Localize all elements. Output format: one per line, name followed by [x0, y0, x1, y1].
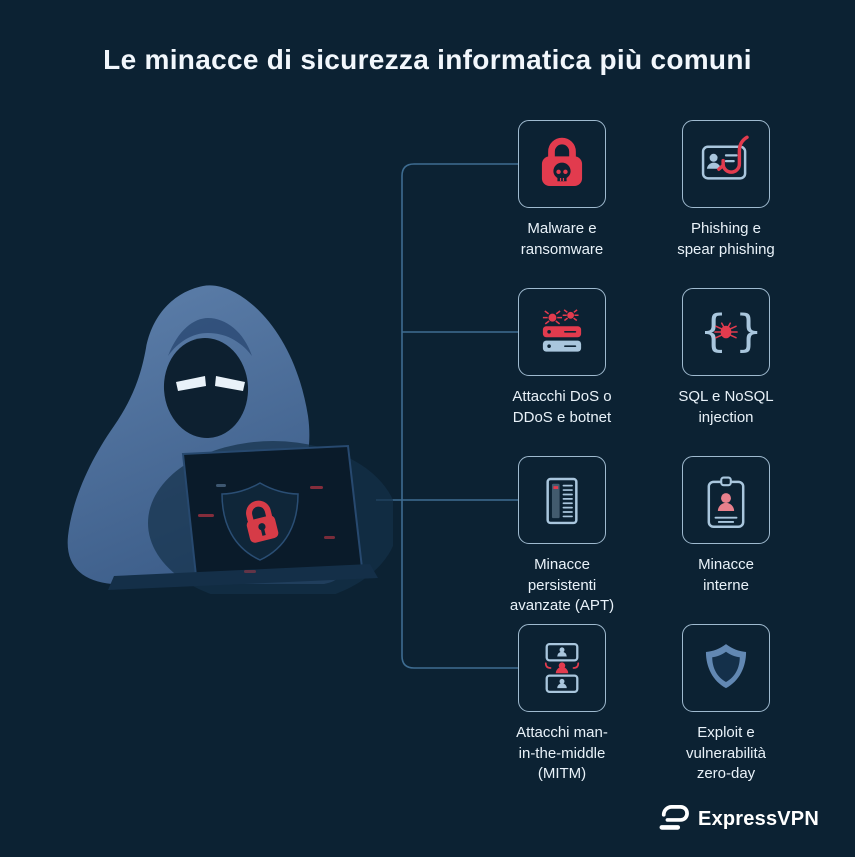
- threat-card-mitm: Attacchi man-in-the-middle (MITM): [487, 624, 637, 785]
- threat-card-malware: Malware e ransomware: [487, 120, 637, 260]
- threat-card-frame: [518, 456, 606, 544]
- laptop-base: [108, 564, 378, 590]
- threat-card-phishing: Phishing e spear phishing: [651, 120, 801, 260]
- svg-text:}: }: [736, 305, 762, 356]
- threat-card-frame: [518, 288, 606, 376]
- threat-label: Minacce interne: [698, 556, 754, 594]
- brand-lockup: ExpressVPN: [659, 805, 819, 833]
- threat-card-insider: Minacce interne: [651, 456, 801, 596]
- threat-card-frame: [518, 120, 606, 208]
- threat-label: Minacce persistenti avanzate (APT): [509, 556, 615, 615]
- red-padlock-icon: [246, 500, 279, 543]
- malware-ransomware-icon: [541, 137, 583, 186]
- hacker-illustration: [67, 285, 393, 594]
- apt-server-rack-icon: [546, 477, 578, 525]
- threat-label: Attacchi man-in-the-middle (MITM): [516, 724, 608, 783]
- threat-label: Exploit e vulnerabilità zero-day: [685, 724, 767, 783]
- threat-card-sql-injection: { } SQL e NoSQL injection: [651, 288, 801, 428]
- threat-card-apt: Minacce persistenti avanzate (APT): [487, 456, 637, 617]
- threat-label: Attacchi DoS o DDoS e botnet: [512, 388, 612, 426]
- hacker-face: [163, 338, 249, 438]
- threat-label: Phishing e spear phishing: [677, 220, 775, 258]
- phishing-hook-icon: [701, 135, 749, 180]
- threat-card-frame: [518, 624, 606, 712]
- shield-emblem: [221, 482, 299, 561]
- sql-injection-bug-icon: { }: [700, 305, 762, 356]
- brand-name: ExpressVPN: [698, 807, 819, 830]
- threat-card-zero-day: Exploit e vulnerabilità zero-day: [651, 624, 801, 785]
- hacker-eyes: [176, 376, 245, 391]
- threat-card-frame: [682, 456, 770, 544]
- laptop-lid: [181, 444, 364, 578]
- threat-label: SQL e NoSQL injection: [678, 388, 774, 426]
- threat-card-frame: { }: [682, 288, 770, 376]
- insider-badge-icon: [707, 476, 745, 528]
- mitm-icon: [544, 642, 580, 694]
- threat-card-frame: [682, 624, 770, 712]
- zero-day-shield-icon: [705, 644, 747, 689]
- hacker-hoodie: [67, 285, 347, 584]
- threat-card-frame: [682, 120, 770, 208]
- threat-label: Malware e ransomware: [520, 220, 604, 258]
- dos-ddos-botnet-icon: [542, 309, 582, 352]
- expressvpn-logo-icon: [659, 805, 689, 830]
- threat-card-dos: Attacchi DoS o DDoS e botnet: [487, 288, 637, 428]
- page-title: Le minacce di sicurezza informatica più …: [103, 44, 752, 75]
